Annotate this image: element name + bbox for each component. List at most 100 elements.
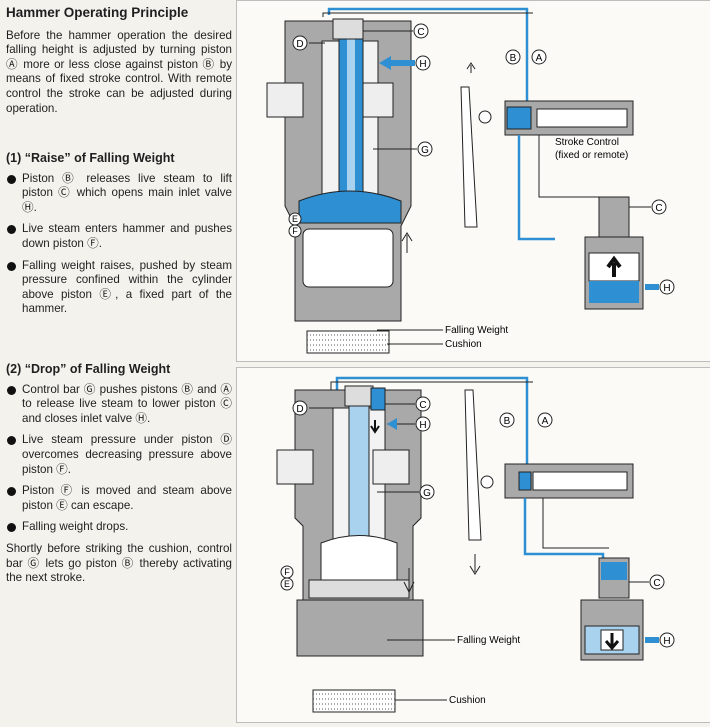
label-c2: C: [653, 578, 660, 589]
label-h: H: [419, 420, 426, 431]
control-bar: [460, 86, 478, 228]
inlet-arrowhead: [379, 56, 391, 70]
label-d: D: [296, 39, 303, 50]
list-item: Live steam enters hammer and pushes down…: [6, 222, 232, 251]
steam-line-down: [517, 135, 555, 241]
label-h2-circle: [659, 632, 675, 648]
pipe-outline: [322, 12, 533, 17]
valve-steam: [589, 281, 639, 303]
control-bar: [464, 389, 482, 541]
label-d: D: [296, 404, 303, 415]
steam-line-down: [523, 498, 605, 566]
steam-line-top: [327, 7, 529, 111]
up-arrow-side: [401, 232, 413, 253]
label-f: F: [284, 567, 290, 577]
roller: [480, 475, 494, 489]
label-a-circle: [531, 49, 547, 65]
cushion-label: Cushion: [445, 339, 482, 350]
raise-diagram: D C H G E F B A C H Stroke Control (fixe…: [266, 7, 675, 354]
drop-diagram-panel: D C H G F E B A C H Falling Weight Cushi…: [236, 367, 710, 723]
valve-steam: [370, 387, 386, 411]
list-item: Control bar Ⓖ pushes pistons Ⓑ and Ⓐ to …: [6, 383, 232, 427]
label-b-circle: [499, 412, 515, 428]
label-a: A: [536, 53, 543, 64]
label-b: B: [504, 416, 511, 427]
list-item: Piston Ⓕ is moved and steam above piston…: [6, 484, 232, 513]
label-c2-circle: [651, 199, 667, 215]
label-g: G: [423, 488, 431, 499]
valve-up-arrow: [606, 255, 622, 277]
valve-top: [598, 196, 630, 238]
section-drop-heading: (2) “Drop” of Falling Weight: [6, 362, 171, 376]
stroke-control-sublabel: (fixed or remote): [555, 150, 628, 161]
label-g-circle: [419, 484, 435, 500]
section-drop-list: Control bar Ⓖ pushes pistons Ⓑ and Ⓐ to …: [6, 383, 232, 535]
side-port-left: [266, 82, 304, 118]
label-h-circle: [415, 55, 431, 71]
down-arrow-bar: [469, 554, 481, 575]
page-title: Hammer Operating Principle: [6, 5, 189, 20]
label-a: A: [542, 416, 549, 427]
stroke-steam: [506, 106, 532, 130]
column-core: [347, 31, 355, 211]
stroke-control-bore: [536, 108, 628, 128]
falling-weight-body: [302, 228, 394, 288]
label-d-circle: [292, 35, 308, 51]
label-h2: H: [663, 283, 670, 294]
inlet-arrowhead: [387, 418, 397, 430]
stroke-control-bore: [532, 471, 628, 491]
stroke-steam: [518, 471, 532, 491]
label-e-circle: [280, 577, 294, 591]
list-item: Live steam pressure under piston Ⓓ overc…: [6, 433, 232, 477]
label-c-circle: [413, 23, 429, 39]
section-raise-list: Piston Ⓑ releases live steam to lift pis…: [6, 172, 232, 317]
label-e: E: [284, 579, 290, 589]
label-d-circle: [292, 400, 308, 416]
label-h2-circle: [659, 279, 675, 295]
falling-weight-label: Falling Weight: [445, 325, 508, 336]
steam-chamber: [298, 190, 402, 224]
falling-weight-label: Falling Weight: [457, 635, 520, 646]
label-h-circle: [415, 416, 431, 432]
label-b-circle: [505, 49, 521, 65]
label-f-circle: [288, 224, 302, 238]
valve-head: [344, 385, 374, 407]
intro-text: Before the hammer operation the desired …: [6, 28, 232, 115]
valve-top-steam: [601, 562, 627, 580]
side-port-left: [276, 449, 314, 485]
section-drop: (2) “Drop” of Falling Weight Control bar…: [6, 362, 232, 586]
valve-head: [332, 18, 364, 40]
cushion-label: Cushion: [449, 695, 486, 706]
cushion: [312, 689, 396, 713]
label-a-circle: [537, 412, 553, 428]
down-arrow-valve: [370, 420, 380, 434]
label-c: C: [419, 400, 426, 411]
cushion: [306, 330, 390, 354]
list-item: Piston Ⓑ releases live steam to lift pis…: [6, 172, 232, 216]
valve-down-arrow: [604, 633, 620, 651]
section-raise: (1) “Raise” of Falling Weight Piston Ⓑ r…: [6, 151, 232, 324]
label-b: B: [510, 53, 517, 64]
label-c2-circle: [649, 574, 665, 590]
label-e: E: [292, 214, 298, 224]
label-g-circle: [417, 141, 433, 157]
list-item: Falling weight raises, pushed by steam p…: [6, 259, 232, 317]
closing-text: Shortly before striking the cushion, con…: [6, 541, 232, 585]
steam-line-top: [335, 376, 529, 468]
label-h: H: [419, 59, 426, 70]
side-port-right: [372, 449, 410, 485]
label-c-circle: [415, 396, 431, 412]
label-h2: H: [663, 636, 670, 647]
up-arrow-top: [466, 62, 476, 73]
falling-weight-body: [296, 599, 424, 657]
steam-chamber: [320, 535, 398, 581]
section-raise-heading: (1) “Raise” of Falling Weight: [6, 151, 175, 165]
down-arrow-side: [403, 568, 415, 594]
drop-diagram: D C H G F E B A C H Falling Weight Cushi…: [276, 376, 675, 713]
intro-block: Hammer Operating Principle Before the ha…: [6, 5, 232, 116]
list-item: Falling weight drops.: [6, 520, 232, 535]
label-c2: C: [655, 203, 662, 214]
piston-e: [308, 579, 410, 599]
stroke-control-label: Stroke Control: [555, 137, 619, 148]
exhaust-line: [542, 498, 609, 549]
